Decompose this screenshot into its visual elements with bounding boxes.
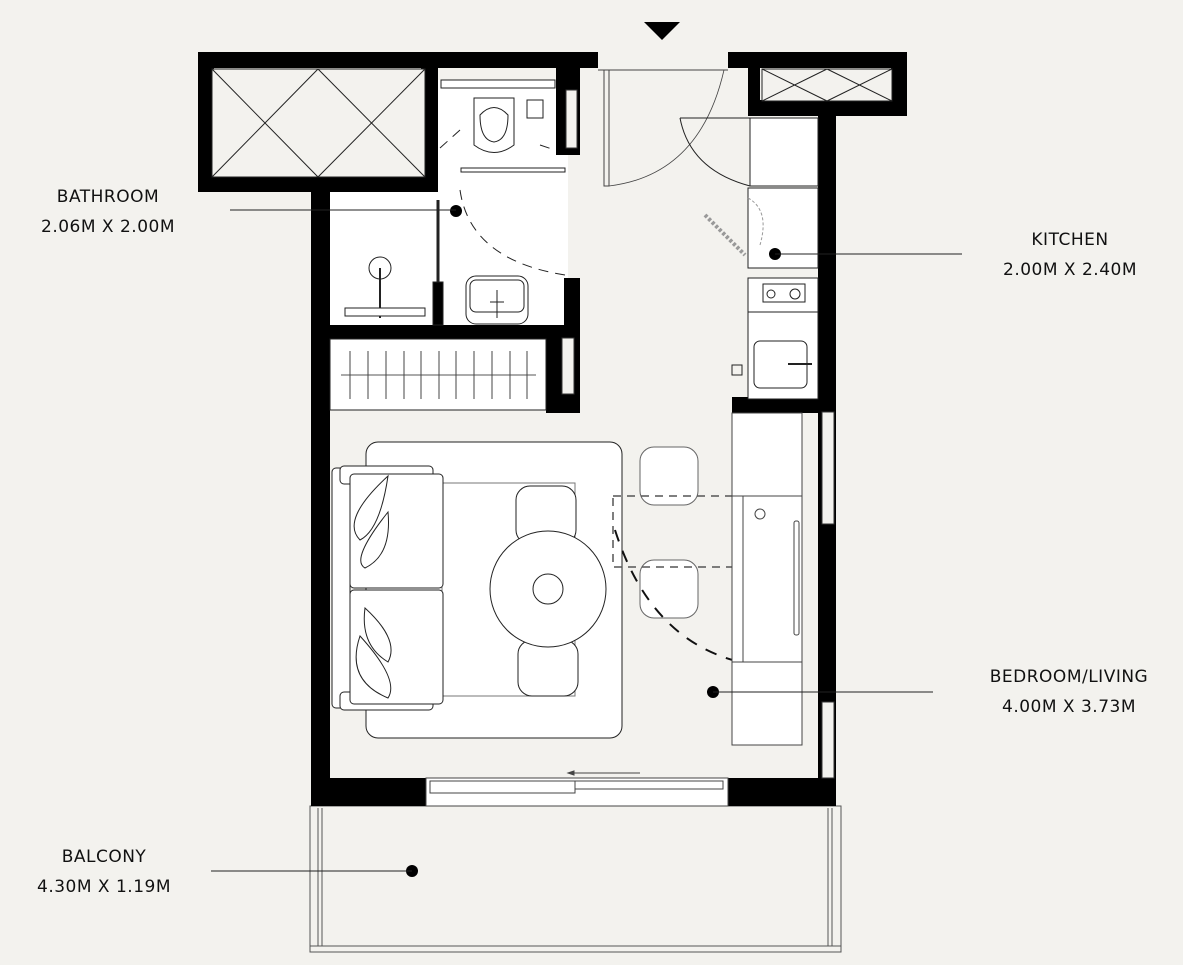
dishwasher-swing	[703, 197, 764, 257]
bathroom-sink-icon	[465, 275, 529, 325]
balcony-area	[309, 805, 842, 953]
room-label-bedroom-living: BEDROOM/LIVING 4.00M X 3.73M	[966, 662, 1172, 722]
bedroom-living-name: BEDROOM/LIVING	[989, 667, 1149, 687]
shower-icon	[344, 200, 444, 326]
sofa	[331, 465, 444, 711]
service-shafts	[211, 68, 893, 178]
kitchen-counter	[679, 117, 819, 400]
balcony-sliding-door[interactable]	[425, 770, 729, 807]
bathroom-marker-dot	[450, 205, 462, 217]
entrance-door[interactable]	[598, 69, 728, 187]
entrance-arrow-icon	[644, 22, 680, 40]
room-label-balcony: BALCONY 4.30M X 1.19M	[14, 842, 194, 902]
right-windows	[561, 89, 835, 779]
bedroom-living-size: 4.00M X 3.73M	[1002, 697, 1136, 717]
sliding-door-swing	[614, 529, 741, 663]
right-wardrobe	[731, 412, 803, 746]
room-label-kitchen: KITCHEN 2.00M X 2.40M	[978, 225, 1162, 285]
balcony-name: BALCONY	[61, 847, 147, 867]
bathroom-size: 2.06M X 2.00M	[41, 217, 175, 237]
kitchen-size: 2.00M X 2.40M	[1003, 260, 1137, 280]
bathroom-name: BATHROOM	[56, 187, 160, 207]
toilet-icon	[440, 79, 556, 153]
bathroom-door-swing	[439, 129, 566, 276]
dining-table	[489, 485, 607, 697]
kitchen-name: KITCHEN	[1031, 230, 1109, 250]
room-label-bathroom: BATHROOM 2.06M X 2.00M	[18, 182, 198, 242]
wardrobe	[329, 338, 547, 411]
kitchen-sink-icon	[731, 340, 812, 389]
balcony-size: 4.30M X 1.19M	[37, 877, 171, 897]
bathroom-door[interactable]	[460, 167, 566, 173]
cooktop-icon	[762, 283, 806, 303]
bar-stools	[639, 446, 699, 619]
walls	[198, 52, 907, 806]
